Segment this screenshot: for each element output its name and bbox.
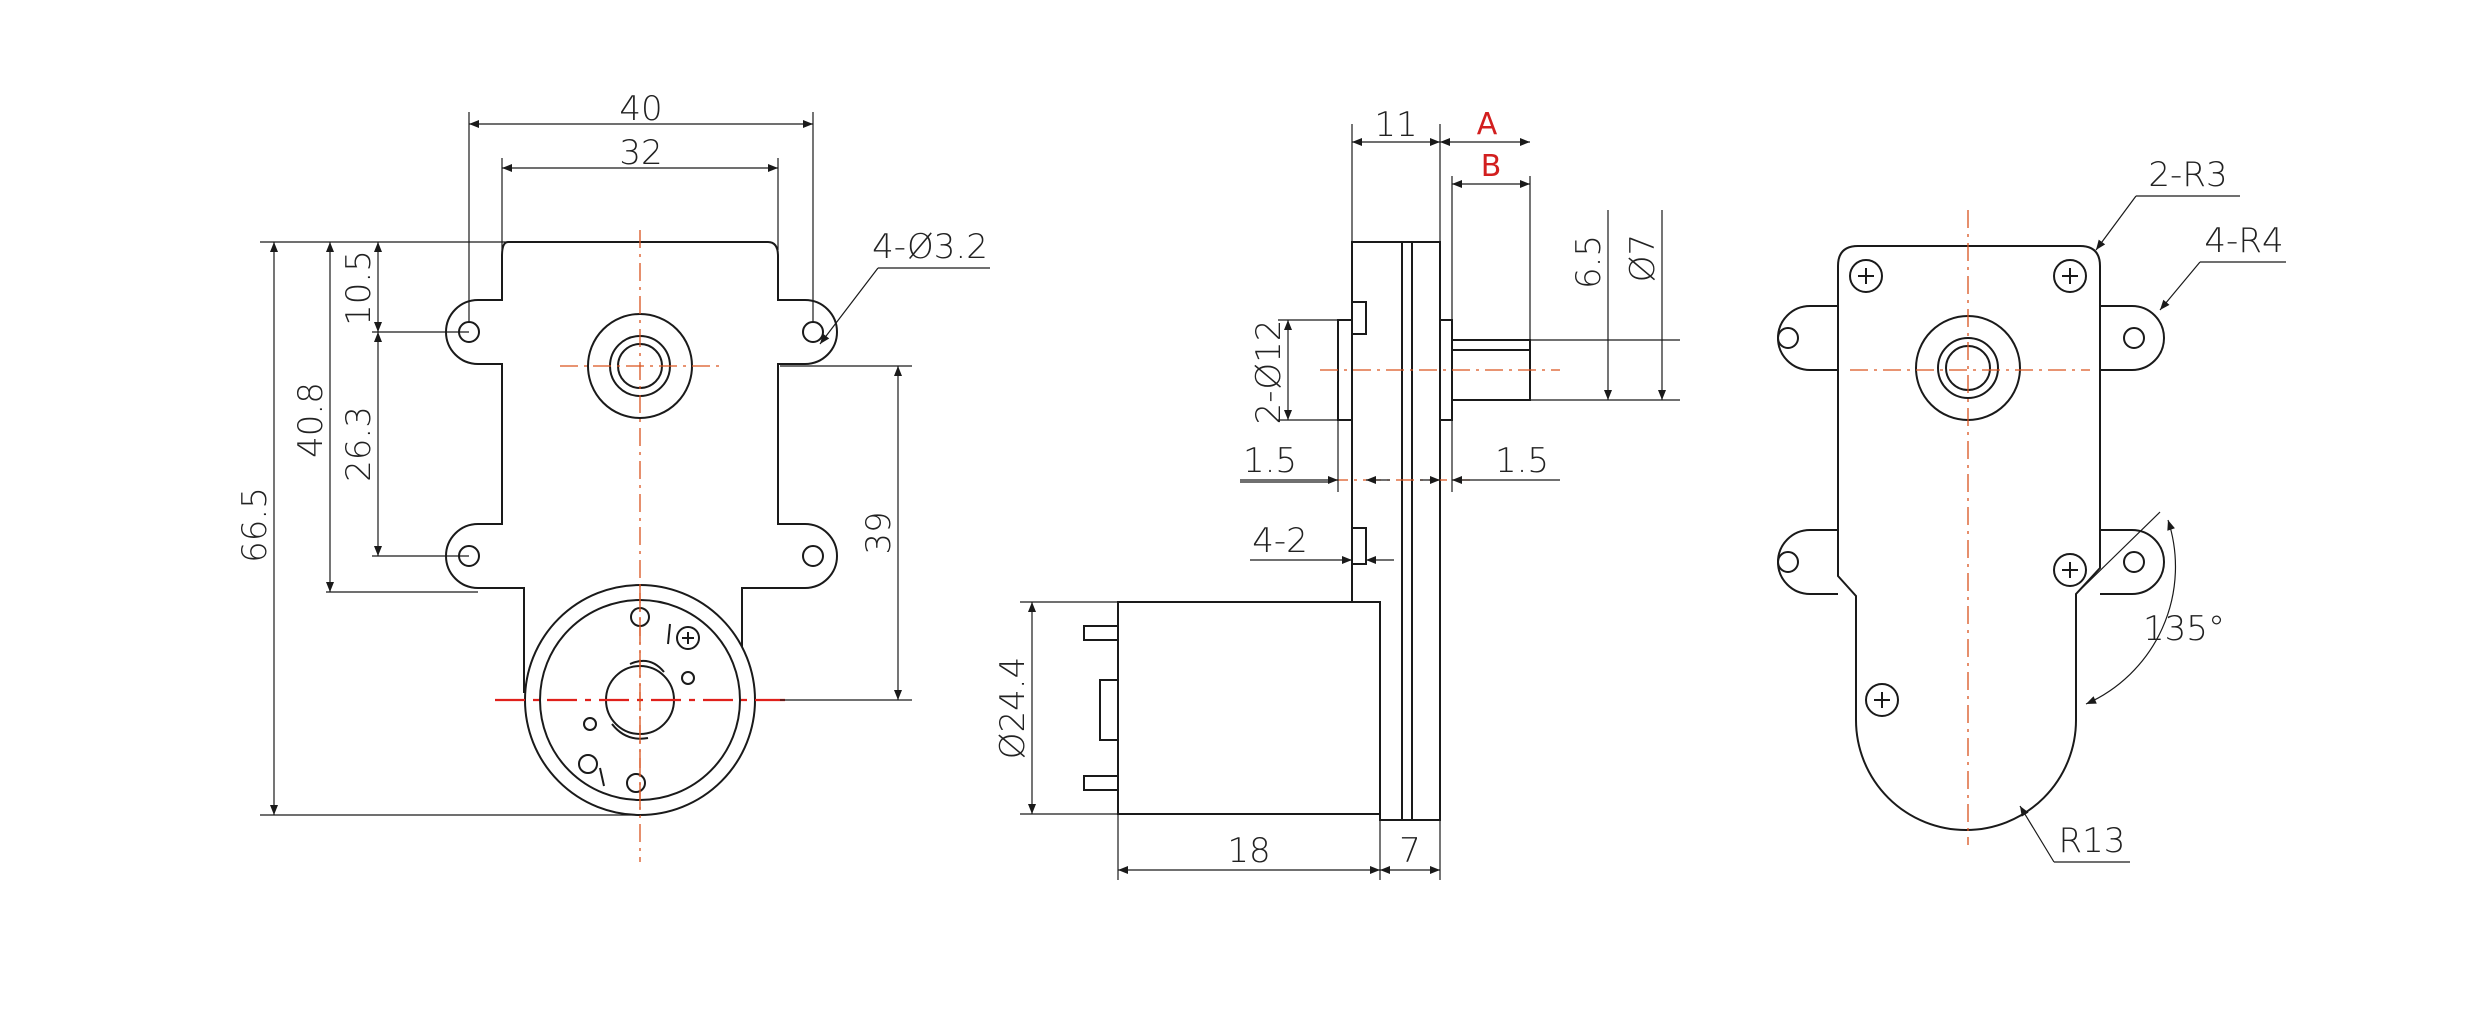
dim-bottom-r: R13 [2059, 821, 2126, 861]
ear-left-top [1777, 305, 1838, 371]
dim-top-offset: 10.5 [339, 250, 379, 326]
dim-pins: 4-2 [1252, 521, 1308, 561]
dim-center-to-motor: 39 [859, 511, 899, 554]
dim-boss-right: 1.5 [1495, 441, 1549, 481]
dim-boss-dia: 2-Ø12 [1249, 320, 1289, 425]
brush-slot-top [629, 659, 665, 673]
dim-height-holes: 40.8 [291, 382, 331, 458]
back-view: 2-R3 4-R4 135° R13 [1777, 155, 2286, 863]
dim-motor-dia: Ø24.4 [993, 657, 1033, 759]
motor-bushing [1099, 679, 1119, 741]
dim-width-outer: 40 [619, 89, 662, 129]
ear-hole [1777, 551, 1799, 573]
endcap-hole [626, 773, 646, 793]
ear-hole [2123, 551, 2145, 573]
ear-right-top [2100, 305, 2165, 371]
note-corner-r: 2-R3 [2148, 155, 2227, 195]
back-boss-mid [1937, 337, 1999, 399]
endcap-hole [578, 754, 598, 774]
mount-hole-tr [802, 321, 824, 343]
side-view: 11 A B 6.5 Ø7 2-Ø12 1.5 1.5 4-2 [993, 105, 1680, 880]
motor-terminal-top [1083, 625, 1119, 641]
ear-hole [2123, 327, 2145, 349]
note-ear-r: 4-R4 [2204, 221, 2283, 261]
dim-hole-spacing: 26.3 [339, 406, 379, 482]
ear-hole [1777, 327, 1799, 349]
terminal-mark [667, 623, 671, 645]
endcap-hole [583, 717, 597, 731]
dim-angle: 135° [2143, 609, 2225, 649]
screw-icon [1849, 259, 1883, 293]
dim-plate-thickness: 7 [1399, 831, 1421, 871]
screw-icon [2053, 553, 2087, 587]
dim-gearbox-thickness: 11 [1374, 105, 1417, 145]
dim-shaft-dia: Ø7 [1623, 234, 1663, 282]
mount-hole-br [802, 545, 824, 567]
terminal-mark [599, 767, 605, 787]
motor-terminal-bottom [1083, 775, 1119, 791]
screw-icon [1865, 683, 1899, 717]
brush-slot-bottom [611, 723, 649, 740]
motor-body [1117, 601, 1381, 815]
endcap-hole [681, 671, 695, 685]
screw-icon [2053, 259, 2087, 293]
plus-terminal-icon [676, 626, 700, 650]
label-b: B [1481, 149, 1502, 184]
back-plate-outline [1837, 245, 2101, 831]
label-a: A [1477, 107, 1498, 142]
dim-boss-left: 1.5 [1243, 441, 1297, 481]
boss-tab [1351, 301, 1367, 335]
pin-tab [1351, 527, 1367, 565]
note-holes: 4-Ø3.2 [872, 227, 988, 267]
dim-width-inner: 32 [619, 133, 662, 173]
dim-shaft-flat: 6.5 [1569, 235, 1609, 289]
ear-left-bottom [1777, 529, 1838, 595]
front-view: 40 32 66.5 40.8 10.5 26.3 39 4-Ø3.2 [235, 89, 990, 862]
dim-motor-length: 18 [1227, 831, 1270, 871]
dim-height-total: 66.5 [235, 487, 275, 563]
